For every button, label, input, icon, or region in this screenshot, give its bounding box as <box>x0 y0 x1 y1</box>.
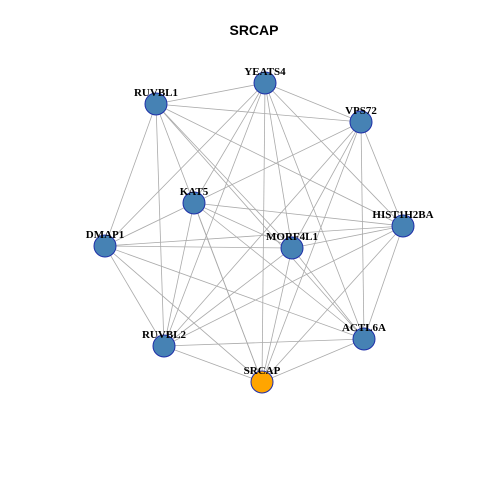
edge-vps72-actl6a <box>360 121 365 340</box>
edge-kat5-srcap <box>193 202 263 383</box>
edge-morf4l1-srcap <box>261 247 293 383</box>
edge-dmap1-srcap <box>104 245 263 383</box>
node-label-srcap: SRCAP <box>244 365 281 377</box>
node-layer <box>93 71 415 394</box>
diagram-title: SRCAP <box>229 22 278 38</box>
edge-yeats4-actl6a <box>264 82 365 340</box>
edge-vps72-hist1h2ba <box>360 121 404 227</box>
edge-morf4l1-actl6a <box>291 247 365 340</box>
node-label-actl6a: ACTL6A <box>342 322 386 334</box>
edge-ruvbl1-actl6a <box>155 103 365 340</box>
edge-vps72-ruvbl2 <box>163 121 362 347</box>
edge-ruvbl1-dmap1 <box>104 103 157 247</box>
edge-yeats4-ruvbl1 <box>155 82 266 105</box>
edge-actl6a-srcap <box>261 338 365 383</box>
node-vps72[interactable] <box>349 110 373 134</box>
edge-yeats4-kat5 <box>193 82 266 204</box>
edge-vps72-morf4l1 <box>291 121 362 249</box>
edge-vps72-kat5 <box>193 121 362 204</box>
edge-ruvbl2-srcap <box>163 345 263 383</box>
edge-hist1h2ba-dmap1 <box>104 225 404 247</box>
node-morf4l1[interactable] <box>280 236 304 260</box>
edge-yeats4-dmap1 <box>104 82 266 247</box>
node-label-kat5: KAT5 <box>180 186 209 198</box>
node-label-ruvbl2: RUVBL2 <box>142 329 187 341</box>
edge-ruvbl1-ruvbl2 <box>155 103 165 347</box>
edge-actl6a-ruvbl2 <box>163 338 365 347</box>
edge-yeats4-hist1h2ba <box>264 82 404 227</box>
edge-kat5-actl6a <box>193 202 365 340</box>
edge-kat5-morf4l1 <box>193 202 293 249</box>
node-label-hist1h2ba: HIST1H2BA <box>372 209 433 221</box>
edge-kat5-dmap1 <box>104 202 195 247</box>
node-ruvbl2[interactable] <box>152 334 176 358</box>
edge-kat5-ruvbl2 <box>163 202 195 347</box>
edge-vps72-srcap <box>261 121 362 383</box>
edge-yeats4-vps72 <box>264 82 362 123</box>
edge-hist1h2ba-srcap <box>261 225 404 383</box>
edge-ruvbl1-vps72 <box>155 103 362 123</box>
node-hist1h2ba[interactable] <box>391 214 415 238</box>
edge-morf4l1-ruvbl2 <box>163 247 293 347</box>
node-kat5[interactable] <box>182 191 206 215</box>
node-label-vps72: VPS72 <box>345 105 377 117</box>
node-label-morf4l1: MORF4L1 <box>266 231 318 243</box>
node-dmap1[interactable] <box>93 234 117 258</box>
edge-dmap1-morf4l1 <box>104 245 293 249</box>
node-srcap[interactable] <box>250 370 274 394</box>
edge-yeats4-morf4l1 <box>264 82 293 249</box>
node-label-yeats4: YEATS4 <box>244 66 286 78</box>
edge-kat5-hist1h2ba <box>193 202 404 227</box>
node-yeats4[interactable] <box>253 71 277 95</box>
edge-dmap1-ruvbl2 <box>104 245 165 347</box>
node-label-ruvbl1: RUVBL1 <box>134 87 178 99</box>
node-label-dmap1: DMAP1 <box>86 229 125 241</box>
edge-ruvbl1-morf4l1 <box>155 103 293 249</box>
edge-yeats4-ruvbl2 <box>163 82 266 347</box>
node-ruvbl1[interactable] <box>144 92 168 116</box>
edge-hist1h2ba-actl6a <box>363 225 404 340</box>
edge-hist1h2ba-morf4l1 <box>291 225 404 249</box>
node-actl6a[interactable] <box>352 327 376 351</box>
edge-layer <box>104 82 404 383</box>
